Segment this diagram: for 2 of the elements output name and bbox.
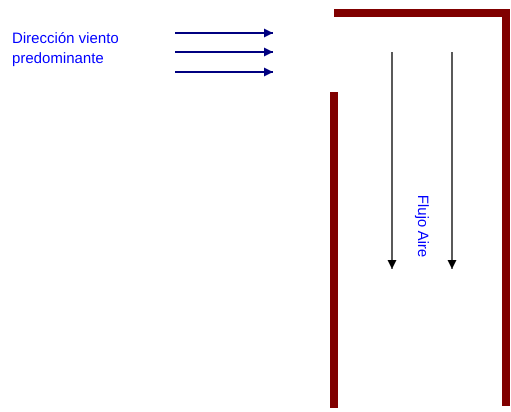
- wind-direction-label: Dirección viento predominante: [12, 29, 120, 68]
- air-flow-label: Flujo Aire: [412, 194, 432, 258]
